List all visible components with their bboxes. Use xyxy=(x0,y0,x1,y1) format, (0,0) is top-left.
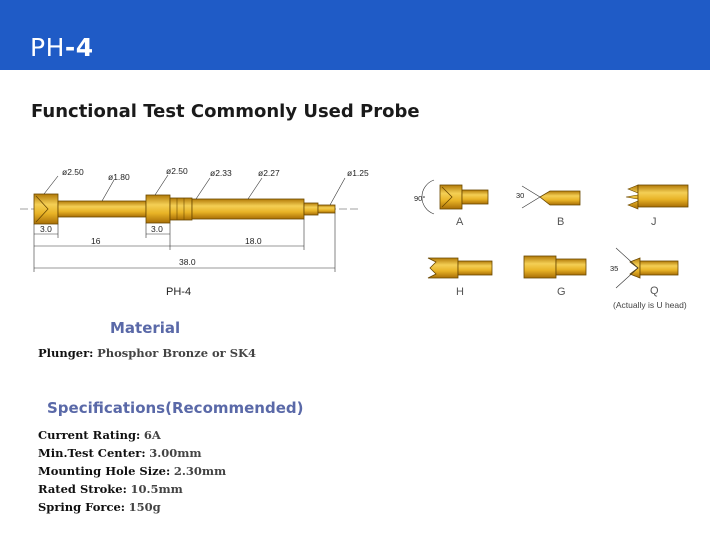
model-prefix: PH xyxy=(30,33,65,62)
tail-shaft xyxy=(57,200,147,218)
spec-value: 6A xyxy=(143,428,161,442)
section-title: Functional Test Commonly Used Probe xyxy=(31,101,420,122)
diameter-callouts xyxy=(43,174,346,206)
head-label: H xyxy=(456,286,464,298)
dim-label: 16 xyxy=(91,236,101,246)
angle-label: 35 xyxy=(610,264,618,273)
angle-label: 30 xyxy=(516,191,524,200)
model-suffix: -4 xyxy=(64,33,94,62)
diameter-label: ø1.80 xyxy=(108,172,130,182)
specs-title: Specifications(Recommended) xyxy=(47,399,304,417)
head-label: A xyxy=(456,216,464,228)
head-label: Q xyxy=(650,285,659,297)
head-g xyxy=(523,255,587,279)
spec-label: Rated Stroke: xyxy=(38,482,127,496)
head-q xyxy=(615,247,679,289)
probe-tail-head xyxy=(33,193,59,225)
barrel-body xyxy=(191,198,305,220)
diameter-label: ø2.50 xyxy=(166,166,188,176)
spec-value: 10.5mm xyxy=(130,482,183,496)
spec-row: Current Rating: 6A xyxy=(38,428,161,442)
dim-label: 18.0 xyxy=(245,236,262,246)
barrel-crimp xyxy=(169,197,193,221)
head-h xyxy=(427,257,493,279)
spec-row: Rated Stroke: 10.5mm xyxy=(38,482,183,496)
diameter-label: ø2.27 xyxy=(258,168,280,178)
model-caption: PH-4 xyxy=(166,286,191,298)
head-a xyxy=(421,179,489,215)
angle-label: 90° xyxy=(414,194,425,203)
dim-label: 3.0 xyxy=(40,224,52,234)
spec-row: Min.Test Center: 3.00mm xyxy=(38,446,202,460)
diameter-label: ø1.25 xyxy=(347,168,369,178)
diameter-label: ø2.50 xyxy=(62,167,84,177)
spec-label: Spring Force: xyxy=(38,500,126,514)
head-label: B xyxy=(557,216,564,228)
tail-cone xyxy=(35,195,49,223)
head-q-note: (Actually is U head) xyxy=(613,300,687,310)
material-plunger-row: Plunger: Phosphor Bronze or SK4 xyxy=(38,346,256,360)
diameter-label: ø2.33 xyxy=(210,168,232,178)
plunger-label: Plunger: xyxy=(38,346,94,360)
dimension-lines xyxy=(33,213,336,272)
plunger-value: Phosphor Bronze or SK4 xyxy=(97,346,257,360)
head-b xyxy=(521,185,581,209)
barrel-collar xyxy=(145,194,171,224)
spec-label: Current Rating: xyxy=(38,428,141,442)
probe-drawing: ø2.50 ø1.80 ø2.50 ø2.33 ø2.27 ø1.25 3.0 … xyxy=(20,166,689,310)
spec-value: 3.00mm xyxy=(149,446,202,460)
spec-label: Mounting Hole Size: xyxy=(38,464,171,478)
spec-row: Mounting Hole Size: 2.30mm xyxy=(38,464,226,478)
page-title: PH-4 xyxy=(30,33,94,62)
dim-label: 38.0 xyxy=(179,257,196,267)
plunger-shaft xyxy=(303,202,319,216)
spec-value: 2.30mm xyxy=(173,464,227,478)
spec-label: Min.Test Center: xyxy=(38,446,146,460)
header-bar xyxy=(0,0,710,70)
dim-label: 3.0 xyxy=(151,224,163,234)
plunger-tip xyxy=(317,204,336,214)
material-title: Material xyxy=(110,319,181,337)
spec-value: 150g xyxy=(128,500,161,514)
head-label: J xyxy=(651,216,657,228)
probe-body xyxy=(20,193,360,225)
head-j xyxy=(625,184,689,210)
spec-row: Spring Force: 150g xyxy=(38,500,161,514)
head-label: G xyxy=(557,286,566,298)
